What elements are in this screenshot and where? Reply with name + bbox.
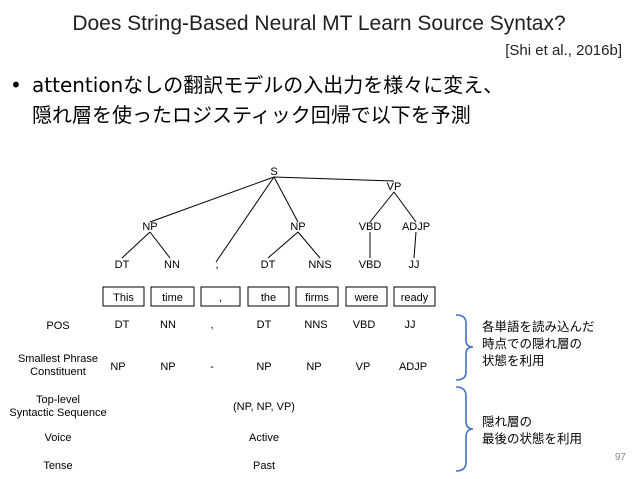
tag-4: NNS: [308, 259, 331, 271]
row-label-pos: POS: [46, 320, 69, 332]
phrase-4: NP: [306, 361, 321, 373]
slide-title: Does String-Based Neural MT Learn Source…: [72, 12, 566, 35]
note-word-level: 各単語を読み込んだ 時点での隠れ層の 状態を利用: [482, 318, 595, 369]
bullet-line-2: 隠れ層を使ったロジスティック回帰で以下を予測: [32, 103, 471, 127]
tag-1: NN: [164, 259, 180, 271]
pos-4: NNS: [304, 319, 327, 331]
word-box-3: [247, 286, 290, 307]
phrase-1: NP: [160, 361, 175, 373]
edge-adjp-jj: [413, 231, 417, 259]
word-6: ready: [401, 292, 429, 304]
node-np-1: NP: [142, 221, 157, 233]
edge-np1-nn: [149, 231, 171, 259]
edge-s-vp: [273, 176, 395, 182]
word-box-2: [200, 286, 241, 307]
edge-vp-adjp: [393, 191, 417, 223]
node-adjp: ADJP: [402, 221, 430, 233]
word-5: were: [354, 292, 379, 304]
pos-5: VBD: [353, 319, 376, 331]
tag-6: JJ: [409, 259, 420, 271]
node-np-2: NP: [290, 221, 305, 233]
phrase-5: VP: [356, 361, 371, 373]
phrase-0: NP: [110, 361, 125, 373]
tag-0: DT: [115, 259, 130, 271]
tense-value: Past: [253, 460, 275, 472]
tag-2: ,: [215, 259, 218, 271]
bullet-line-1: attentionなしの翻訳モデルの入出力を様々に変え、: [32, 73, 504, 97]
note-word-line-1: 各単語を読み込んだ: [482, 319, 595, 334]
note-sentence-level: 隠れ層の 最後の状態を利用: [482, 413, 582, 447]
word-1: time: [162, 292, 183, 304]
pos-1: NN: [160, 319, 176, 331]
edge-s-comma: [215, 176, 275, 263]
edge-np2-dt: [267, 231, 299, 259]
row-label-seq-2: Syntactic Sequence: [9, 407, 106, 419]
word-box-1: [150, 286, 195, 307]
note-sentence-line-2: 最後の状態を利用: [482, 431, 583, 446]
tree-edges: [121, 176, 417, 263]
node-vbd-upper: VBD: [359, 221, 382, 233]
edge-np1-dt: [121, 231, 151, 259]
page-number: 97: [614, 452, 626, 463]
edge-s-np1: [149, 176, 275, 223]
row-label-voice: Voice: [45, 432, 72, 444]
voice-value: Active: [249, 432, 279, 444]
edge-vp-vbd: [369, 191, 395, 223]
pos-0: DT: [115, 319, 130, 331]
edge-s-np2: [273, 176, 299, 223]
bullet-dot: •: [10, 73, 22, 97]
tag-5: VBD: [359, 259, 382, 271]
tag-3: DT: [261, 259, 276, 271]
bullet-point: • attentionなしの翻訳モデルの入出力を様々に変え、 隠れ層を使ったロジ…: [10, 70, 638, 130]
node-s: S: [270, 166, 277, 178]
note-word-line-2: 時点での隠れ層の: [482, 336, 583, 351]
word-box-6: [393, 286, 436, 307]
word-box-5: [345, 286, 388, 307]
node-vp: VP: [387, 181, 402, 193]
pos-3: DT: [257, 319, 272, 331]
word-4: firms: [305, 292, 329, 304]
word-0: This: [113, 292, 134, 304]
row-label-phrase-1: Smallest Phrase: [18, 353, 98, 365]
phrase-3: NP: [256, 361, 271, 373]
pos-6: JJ: [405, 319, 416, 331]
row-label-tense: Tense: [43, 460, 72, 472]
pos-2: ,: [210, 319, 213, 331]
phrase-2: -: [210, 361, 214, 373]
word-box-0: [102, 286, 145, 307]
note-word-line-3: 状態を利用: [482, 353, 545, 368]
edge-np2-nns: [297, 231, 321, 259]
word-2: ,: [219, 292, 222, 304]
note-sentence-line-1: 隠れ層の: [482, 414, 533, 429]
word-box-4: [295, 286, 339, 307]
bracket-sentence-level: [455, 386, 474, 472]
bracket-word-level: [455, 314, 474, 381]
citation: [Shi et al., 2016b]: [505, 42, 622, 59]
row-label-phrase-2: Constituent: [30, 366, 86, 378]
row-label-seq-1: Top-level: [36, 394, 80, 406]
phrase-6: ADJP: [399, 361, 427, 373]
word-3: the: [261, 292, 276, 304]
top-level-sequence-value: (NP, NP, VP): [233, 401, 295, 413]
word-boxes: [102, 286, 436, 307]
